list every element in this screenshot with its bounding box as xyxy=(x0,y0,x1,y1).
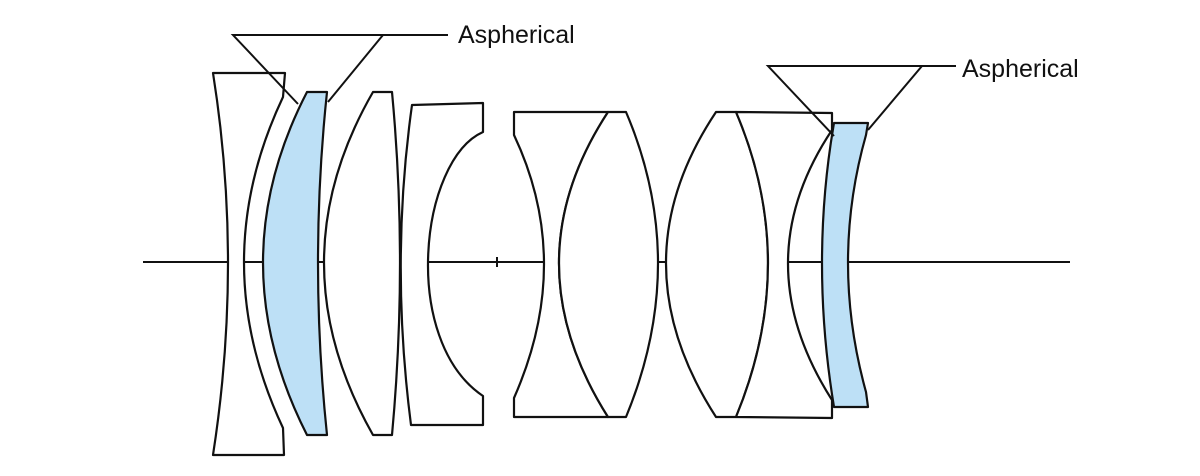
aspherical-label-left: Aspherical xyxy=(458,21,575,49)
aspherical-label-right: Aspherical xyxy=(962,55,1079,83)
lens-element-3 xyxy=(322,90,402,437)
aspherical-callout-right: Aspherical xyxy=(765,55,1079,137)
lens-element-1 xyxy=(211,71,287,457)
aspherical-callout-left: Aspherical xyxy=(230,21,575,105)
lens-element-6 xyxy=(558,110,660,419)
lens-element-2-aspherical xyxy=(261,90,329,437)
lens-element-4 xyxy=(399,101,485,427)
lens-element-9-aspherical xyxy=(820,121,870,409)
